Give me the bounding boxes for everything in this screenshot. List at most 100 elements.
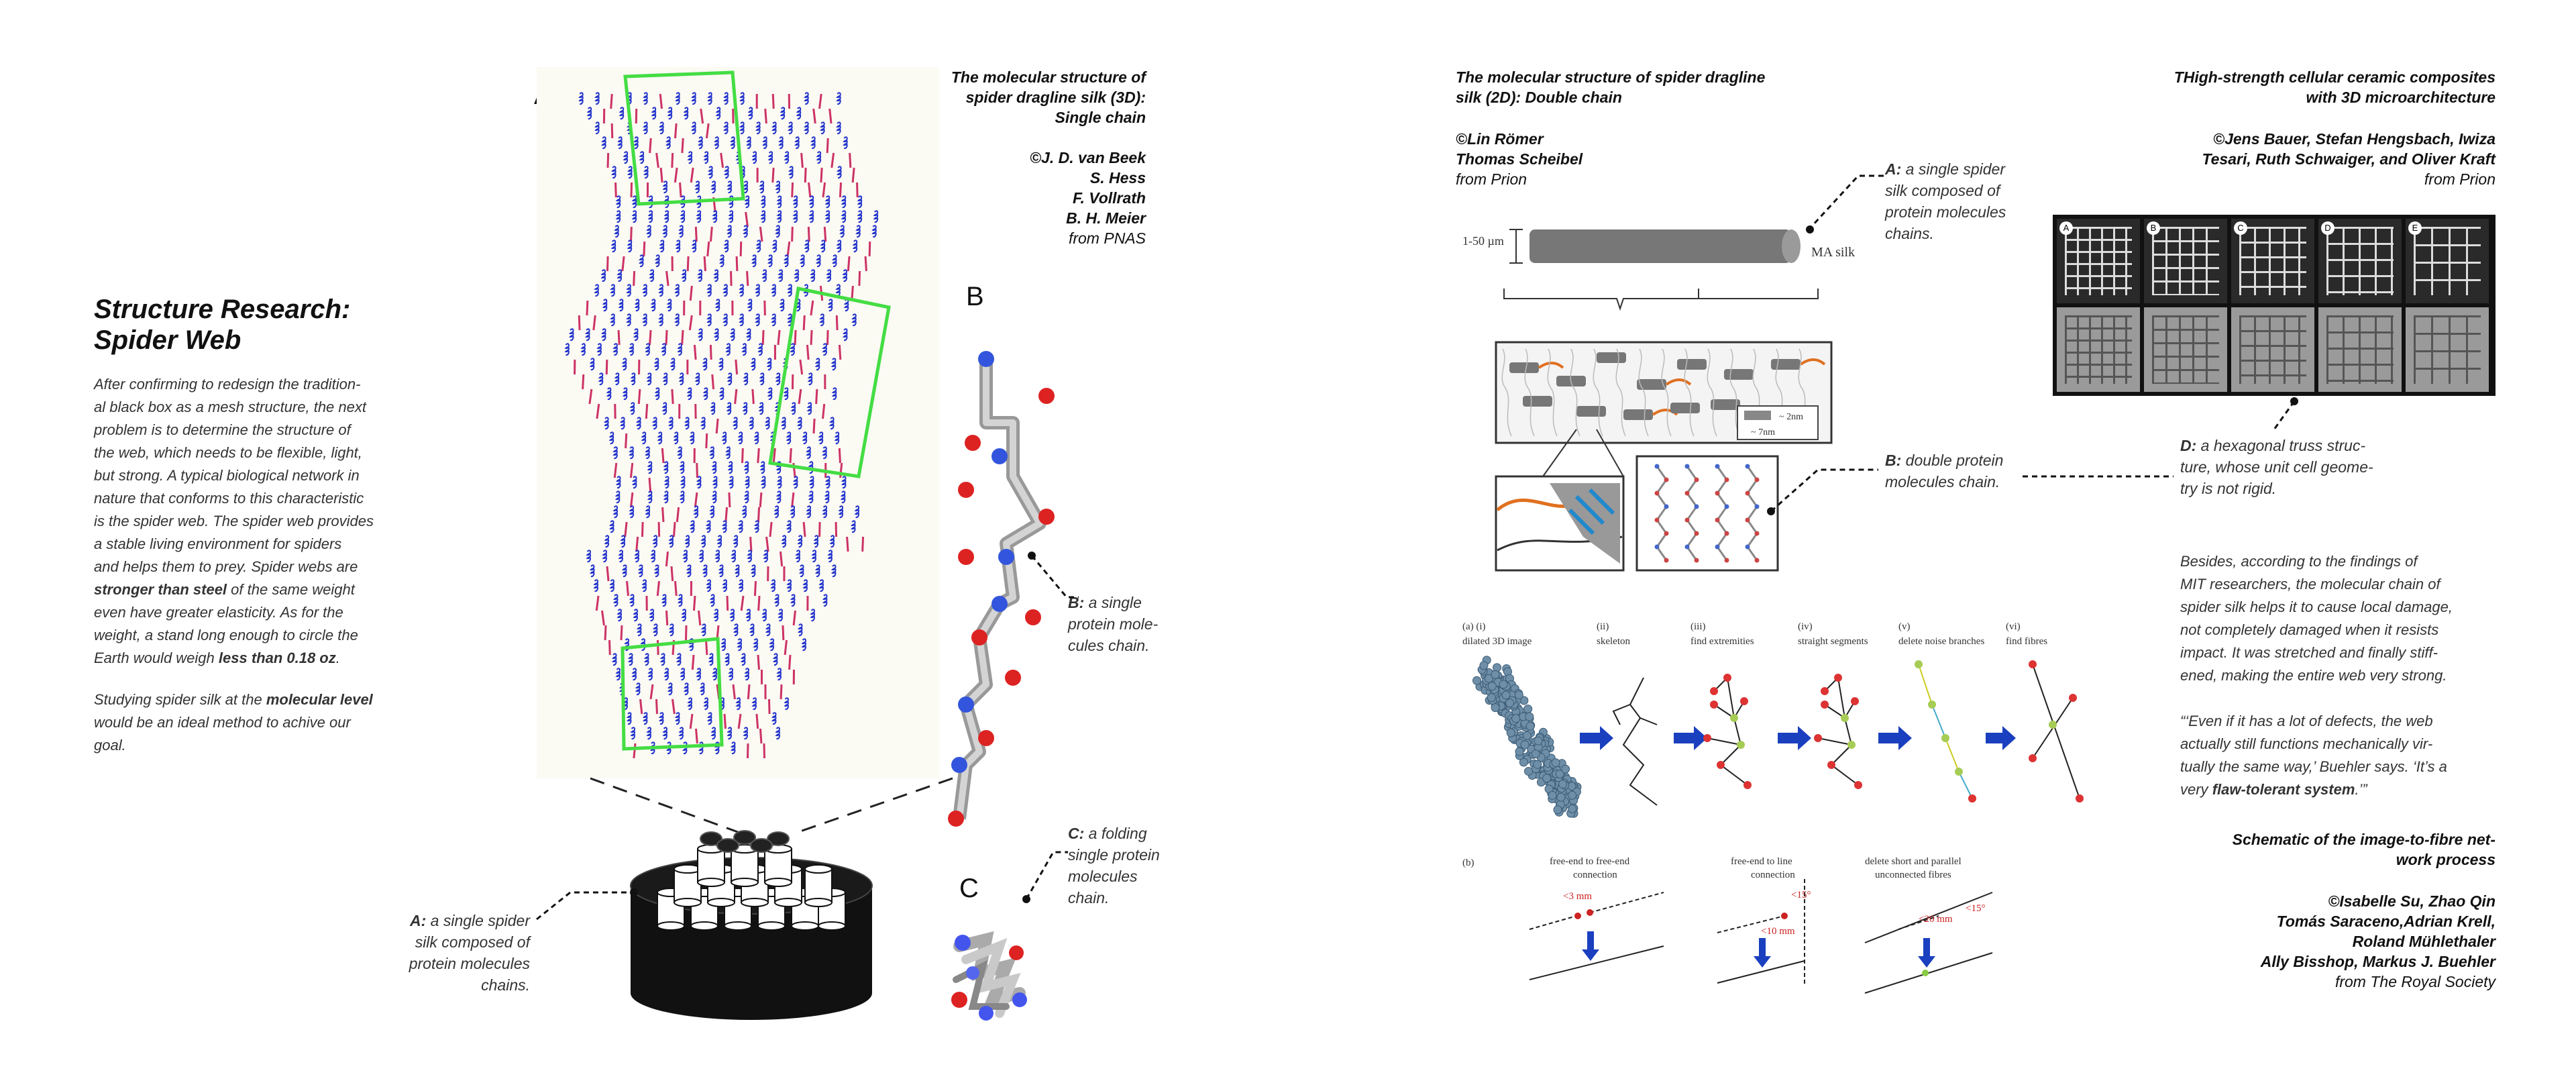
process-b-text: free-end to line (1731, 856, 1792, 867)
caption-d-hexagonal-truss: D: a hexagonal truss struc- ture, whose … (2180, 435, 2422, 499)
quote-text: .’” (2355, 781, 2367, 798)
emphasis-steel: stronger than steel (94, 581, 227, 598)
caption-line: protein molecules (409, 955, 530, 972)
credit-author: ©Jens Bauer, Stefan Hengsbach, Iwiza (2213, 130, 2496, 148)
ma-silk-figure: 1-50 µm MA silk ~ 2nm ~ 7nm (1462, 229, 1855, 572)
mit-findings-paragraph: Besides, according to the findings of MI… (2180, 550, 2496, 687)
lattice-pattern (2239, 227, 2306, 295)
quote-line: tually the same way,’ Buehler says. ‘It’… (2180, 758, 2447, 775)
caption-line: silk composed of (415, 933, 530, 951)
spacer (2053, 107, 2496, 129)
caption-line: single protein (1068, 846, 1160, 864)
leader-line-a (536, 888, 638, 921)
leader-line-d-connect (2023, 475, 2174, 478)
caption-line: B: double protein (1885, 450, 2053, 471)
caption-text: double protein (1901, 452, 2004, 469)
credit-author: B. H. Meier (1066, 209, 1146, 227)
credit-2d-structure: The molecular structure of spider dragli… (1456, 67, 1831, 189)
goal-line: goal. (94, 737, 126, 754)
caption-text: a folding (1084, 825, 1147, 842)
credit-title-line: THigh-strength cellular ceramic composit… (2174, 68, 2496, 86)
credit-author: ©Lin Römer (1456, 130, 1544, 148)
process-b-label: (b) (1462, 858, 1474, 868)
process-label: dilated 3D image (1462, 636, 1532, 647)
credit-ceramic-composites: THigh-strength cellular ceramic composit… (2053, 67, 2496, 189)
intro-line: stronger than steel of the same weight (94, 578, 423, 601)
caption-line: chains. (481, 976, 530, 994)
caption-line: B: a single (1068, 592, 1202, 613)
process-label: (iii) (1690, 621, 1706, 632)
process-label: (v) (1898, 621, 1911, 632)
body-line: MIT researchers, the molecular chain of (2180, 576, 2440, 592)
intro-line: al black box as a mesh structure, the ne… (94, 399, 366, 415)
lattice-pattern (2326, 315, 2394, 384)
caption-c-folding-chain: C: a folding single protein molecules ch… (1068, 823, 1202, 909)
intro-line: even have greater elasticity. As for the (94, 604, 343, 621)
lattice-cell (2406, 307, 2489, 392)
silk-crystal-diagram (537, 67, 939, 778)
process-b-text: connection (1573, 870, 1617, 880)
body-line: impact. It was stretched and finally sti… (2180, 644, 2438, 661)
lattice-cell: C (2231, 219, 2314, 303)
lattice-cell (2318, 307, 2402, 392)
title-line-2: Spider Web (94, 325, 241, 355)
credit-author: Roland Mühlethaler (2352, 933, 2496, 950)
credit-author: Tesari, Ruth Schwaiger, and Oliver Kraft (2202, 150, 2496, 168)
quote-line: “‘Even if it has a lot of defects, the w… (2180, 713, 2433, 729)
caption-key: C: (1068, 825, 1085, 842)
fiber-bundle-illustration (630, 830, 873, 1020)
lattice-label: E (2408, 221, 2422, 235)
crystal-region-box (621, 637, 724, 751)
process-b-text: connection (1751, 870, 1795, 880)
intro-text: of the same weight (227, 581, 355, 598)
caption-key: A: (410, 912, 427, 929)
process-arrows (1580, 726, 2016, 750)
quote-text: very (2180, 781, 2212, 798)
lattice-cell: E (2406, 219, 2489, 303)
single-protein-chain-model (948, 351, 1055, 827)
caption-line: try is not rigid. (2180, 480, 2277, 497)
caption-line: molecules (1068, 868, 1138, 885)
lattice-pattern (2414, 315, 2481, 384)
lattice-cell: D (2318, 219, 2402, 303)
credit-author: Tomás Saraceno,Adrian Krell, (2276, 913, 2496, 930)
spacer (859, 127, 1146, 148)
leader-line-d (2273, 397, 2298, 430)
caption-line: A: a single spider (1885, 158, 2039, 180)
scale-label: 1-50 µm (1462, 234, 1504, 248)
caption-a-left: A: a single spider silk composed of prot… (376, 910, 530, 996)
threshold-value: <15° (1966, 903, 1985, 914)
intro-line: a stable living environment for spiders (94, 535, 342, 552)
credit-3d-structure: The molecular structure of spider dragli… (859, 67, 1146, 248)
lattice-pattern (2239, 315, 2306, 384)
lattice-cell (2231, 307, 2314, 392)
credit-source: from Prion (2424, 170, 2496, 188)
scale-2nm: ~ 2nm (1779, 412, 1803, 422)
lattice-pattern (2065, 315, 2132, 384)
nanocrystal-blocks (1501, 348, 1826, 437)
lattice-label: D (2321, 221, 2334, 235)
credit-author: F. Vollrath (1072, 189, 1146, 207)
beta-sheet-chains (1654, 464, 1760, 563)
body-line: spider silk helps it to cause local dama… (2180, 599, 2453, 615)
intro-line: Earth would weigh less than 0.18 oz. (94, 647, 423, 670)
caption-line: ture, whose unit cell geome- (2180, 458, 2373, 476)
caption-line: chain. (1068, 889, 1110, 907)
caption-key: A: (1885, 160, 1902, 178)
protein-chains (564, 92, 879, 759)
leader-line-b-right (1767, 468, 1878, 515)
lattice-label: B (2147, 221, 2160, 235)
threshold-value: <3 mm (1563, 891, 1592, 902)
intro-line: is the spider web. The spider web provid… (94, 513, 374, 529)
process-label: find fibres (2006, 636, 2047, 647)
caption-line: A: a single spider (376, 910, 530, 931)
credit-schematic: Schematic of the image-to-fibre net- wor… (2147, 829, 2496, 992)
threshold-value: <15° (1791, 890, 1811, 900)
threshold-value: <20 mm (1919, 914, 1953, 925)
dilated-3d-blob (1472, 656, 1582, 818)
caption-text: a single spider (426, 912, 530, 929)
caption-line: chains. (1885, 225, 1934, 242)
process-label: (a) (i) (1462, 621, 1486, 632)
process-label: find extremities (1690, 636, 1754, 647)
spacer (2147, 870, 2496, 891)
